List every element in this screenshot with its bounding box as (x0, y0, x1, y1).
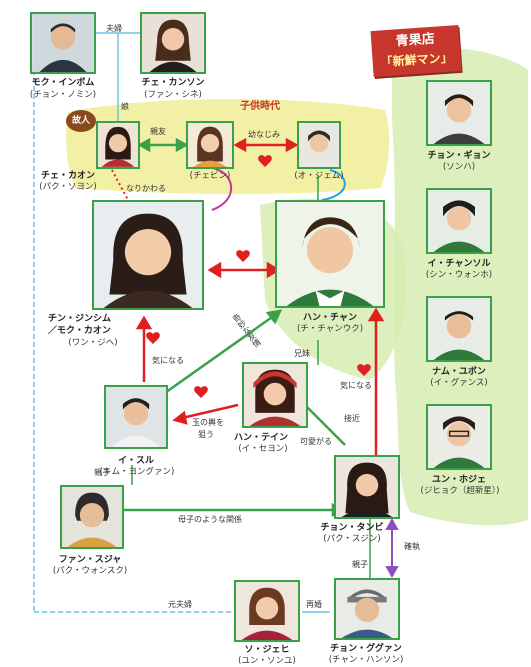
name-chon-gion: チョン・ギョン (427, 151, 491, 161)
name-mok-inbom: モク・インボム (31, 78, 95, 88)
name-so-jehi: ソ・ジェヒ (244, 645, 290, 655)
actor-chon-gugwan: (チャン・ハンソン) (328, 655, 404, 665)
actor-jinsim: (ワン・ジヘ) (68, 338, 118, 348)
portrait-oh-jeum (297, 121, 341, 169)
deceased-badge: 故人 (66, 110, 96, 132)
portrait-isul (104, 385, 168, 449)
relation-kiminaru-left: 気になる (152, 356, 184, 365)
actor-nam-ubon: (イ・グァンス) (430, 378, 488, 388)
portrait-fan-suja (60, 485, 124, 549)
portrait-choi-kanson (140, 12, 206, 74)
portrait-han-chan (275, 200, 385, 308)
relation-sekkin: 接近 (344, 414, 360, 423)
relation-kawaigaru: 可愛がる (300, 437, 332, 446)
portrait-yun-hoje (426, 404, 492, 470)
actor-fan-suja: (パク・ウォンスク) (52, 566, 128, 576)
relation-saikon: 再婚 (306, 600, 322, 609)
name-jinsim-1: チン・ジンシム (48, 314, 112, 324)
relation-tama-no-koshi: 玉の輿を (192, 418, 224, 427)
name-chon-tanbi: チョン・タンビ (320, 523, 384, 533)
actor-han-tein: (イ・セヨン) (238, 444, 288, 454)
relation-musume: 娘 (121, 102, 129, 111)
relation-fufu: 夫婦 (106, 24, 122, 33)
relation-oyako-left: 親子 (94, 468, 110, 477)
portrait-chon-gugwan (334, 578, 400, 640)
actor-choi-kaon: (パク・ソヨン) (39, 182, 97, 192)
name-isul: イ・スル (117, 456, 154, 466)
child-era-label: 子供時代 (240, 101, 280, 112)
actor-choi-kanson: (ファン・シネ) (144, 90, 202, 100)
portrait-jinsim (92, 200, 204, 310)
actor-oh-jeum: (オ・ジェム) (294, 171, 344, 181)
name-chon-gugwan: チョン・ググァン (330, 644, 402, 654)
name-jinsim-2: ／モク・カオン (48, 326, 111, 336)
actor-chon-gion: (ソンハ) (442, 162, 476, 172)
store-badge: 青果店 「新鮮マン」 (370, 24, 462, 78)
name-nam-ubon: ナム・ユボン (432, 367, 486, 377)
relation-moto-fufu: 元夫婦 (168, 600, 192, 609)
name-han-tein: ハン・テイン (233, 433, 288, 443)
portrait-mok-inbom (30, 12, 96, 74)
relation-oyako-right: 親子 (352, 560, 368, 569)
portrait-nam-ubon (426, 296, 492, 362)
relation-kyodai: 兄妹 (294, 349, 310, 358)
actor-i-chansol: (シン・ウォンホ) (425, 270, 493, 280)
name-choi-kaon: チェ・カオン (40, 171, 95, 181)
portrait-han-tein (242, 362, 308, 428)
relation-boshi-kankei: 母子のような関係 (178, 515, 242, 524)
relation-narikawaru: なりかわる (126, 184, 166, 193)
relation-nerau: 狙う (198, 430, 214, 439)
name-han-chan: ハン・チャン (303, 313, 357, 323)
relation-kiminaru-right: 気になる (340, 381, 372, 390)
portrait-choi-kaon (96, 121, 140, 169)
portrait-chon-tanbi (334, 455, 400, 519)
relation-kenka: 確執 (404, 542, 420, 551)
actor-yun-hoje: (ジヒョク（超新星）) (420, 486, 500, 496)
actor-so-jehi: (ユン・ソンユ) (238, 656, 296, 666)
portrait-so-jehi (234, 580, 300, 642)
name-i-chansol: イ・チャンソル (427, 259, 491, 269)
relation-osananajimi: 幼なじみ (248, 130, 280, 139)
actor-isul: (キム・ヨングァン) (99, 467, 175, 477)
actor-mok-inbom: (チョン・ノミン) (29, 90, 97, 100)
actor-han-chan: (チ・チャンウク) (296, 324, 364, 334)
actor-chebin: (チェビン) (189, 171, 231, 181)
name-choi-kanson: チェ・カンソン (141, 78, 205, 88)
name-yun-hoje: ユン・ホジェ (431, 475, 486, 485)
portrait-chebin (186, 121, 234, 169)
name-fan-suja: ファン・スジャ (58, 555, 122, 565)
portrait-i-chansol (426, 188, 492, 254)
actor-chon-tanbi: (パク・スジン) (323, 534, 381, 544)
relation-shinyu: 親友 (150, 127, 166, 136)
portrait-chon-gion (426, 80, 492, 146)
